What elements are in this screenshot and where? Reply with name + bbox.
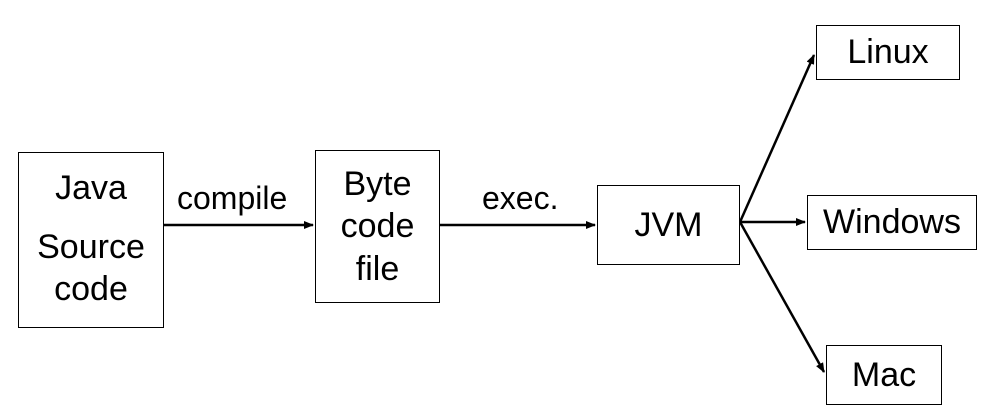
mac-node: Mac <box>826 345 942 405</box>
compile-edge-label: compile <box>177 180 288 216</box>
exec-edge-label: exec. <box>482 180 559 216</box>
arrow-jvm-linux <box>738 54 816 223</box>
jvm-node: JVM <box>597 185 740 265</box>
jvm-label: JVM <box>634 205 703 244</box>
java-line-1: Java <box>55 169 127 207</box>
java-source-code-node: Java Source code <box>18 152 164 328</box>
arrow-jvm-mac <box>738 221 826 373</box>
java-line-3: code <box>54 270 128 308</box>
mac-label: Mac <box>851 355 917 394</box>
byte-line-2: code <box>340 207 415 246</box>
linux-label: Linux <box>847 33 929 72</box>
windows-node: Windows <box>807 195 977 250</box>
byte-code-file-node: Byte code file <box>315 150 440 303</box>
java-line-2: Source <box>37 227 145 266</box>
linux-node: Linux <box>816 25 960 80</box>
byte-line-3: file <box>355 249 400 288</box>
windows-label: Windows <box>823 203 961 242</box>
byte-line-1: Byte <box>343 164 412 203</box>
